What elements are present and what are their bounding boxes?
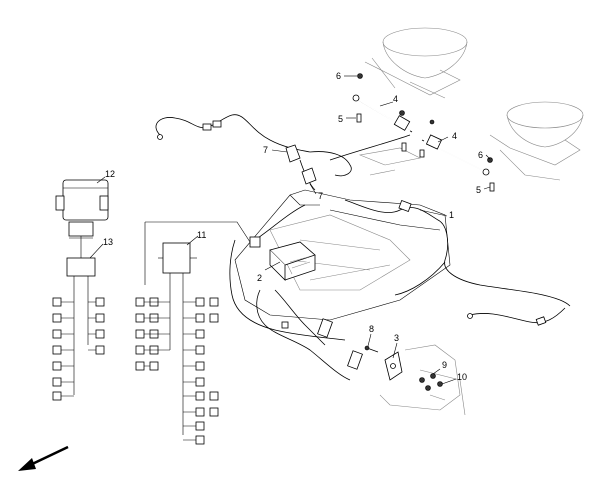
callout-5-left: 5 <box>338 114 343 124</box>
schematic-13 <box>52 252 105 401</box>
actuator-left <box>352 94 413 133</box>
leader-lines <box>89 75 491 385</box>
actuator-right <box>421 134 490 176</box>
callout-5-right: 5 <box>476 185 481 195</box>
callout-7-lower: 7 <box>318 191 323 201</box>
callout-11: 11 <box>197 230 206 240</box>
pin-hardware <box>356 73 495 192</box>
schematic-11 <box>135 242 219 445</box>
mount-bracket <box>364 344 466 416</box>
callout-9: 9 <box>442 360 447 370</box>
callout-13: 13 <box>103 237 113 247</box>
harness-schematic-frame <box>144 221 251 285</box>
callout-6-left: 6 <box>336 71 341 81</box>
connectors-7 <box>285 144 317 185</box>
control-module <box>269 241 316 281</box>
callout-6-right: 6 <box>478 150 483 160</box>
callout-4-left: 4 <box>393 94 398 104</box>
spreader-hopper-right <box>489 101 584 181</box>
callout-4-right: 4 <box>452 131 457 141</box>
callout-12: 12 <box>105 169 115 179</box>
callout-2: 2 <box>257 273 262 283</box>
arrow-down-left-icon <box>18 445 69 471</box>
spreader-hopper-left <box>364 27 468 99</box>
callout-8: 8 <box>369 324 374 334</box>
controller-unit-12 <box>55 179 109 252</box>
callout-3: 3 <box>394 333 399 343</box>
callout-1: 1 <box>449 210 454 220</box>
harness-plug <box>249 236 261 248</box>
callout-7-upper: 7 <box>263 145 268 155</box>
callout-10: 10 <box>457 372 467 382</box>
